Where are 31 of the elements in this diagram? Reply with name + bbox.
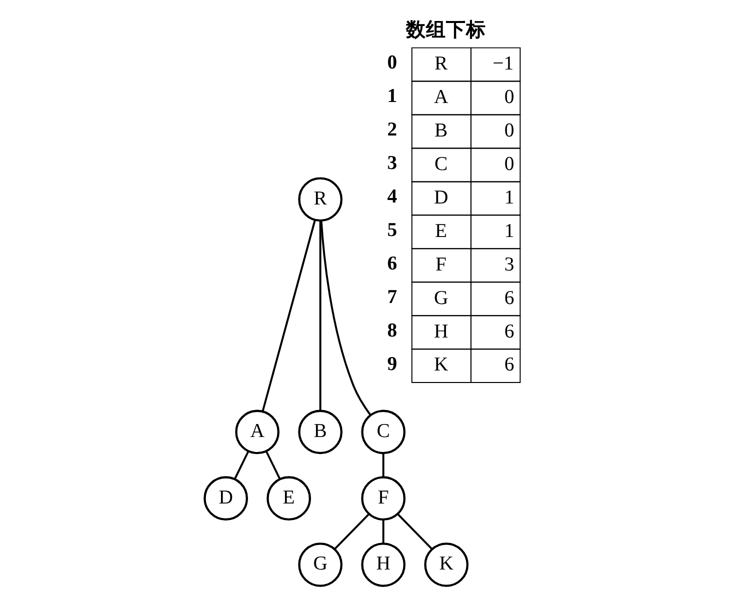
label: 2	[386, 118, 397, 140]
label: 6	[504, 286, 514, 309]
label: 1	[386, 84, 397, 107]
label: 1	[504, 186, 514, 208]
label: 0	[504, 119, 514, 142]
label: R	[434, 52, 448, 74]
label: 5	[386, 218, 397, 241]
label: 3	[504, 253, 514, 276]
label: F	[435, 253, 446, 276]
label: 8	[386, 319, 397, 342]
label: −1	[492, 52, 514, 74]
label: 0	[504, 152, 514, 175]
label: K	[434, 354, 448, 376]
label: 数组下标	[405, 19, 486, 41]
label: 3	[386, 152, 397, 174]
label: 1	[504, 220, 514, 242]
label: 0	[386, 51, 397, 74]
label: C	[434, 152, 448, 175]
label: H	[434, 320, 448, 342]
label: 7	[386, 286, 397, 308]
label: 6	[504, 320, 514, 342]
label: G	[434, 286, 448, 309]
label: 6	[386, 252, 397, 274]
label: B	[434, 119, 448, 142]
label: A	[434, 86, 448, 108]
label: 6	[504, 354, 514, 376]
label: E	[434, 220, 447, 242]
label: D	[434, 186, 448, 208]
label: 4	[386, 185, 397, 208]
label: 9	[386, 352, 397, 375]
label: 0	[504, 86, 514, 108]
